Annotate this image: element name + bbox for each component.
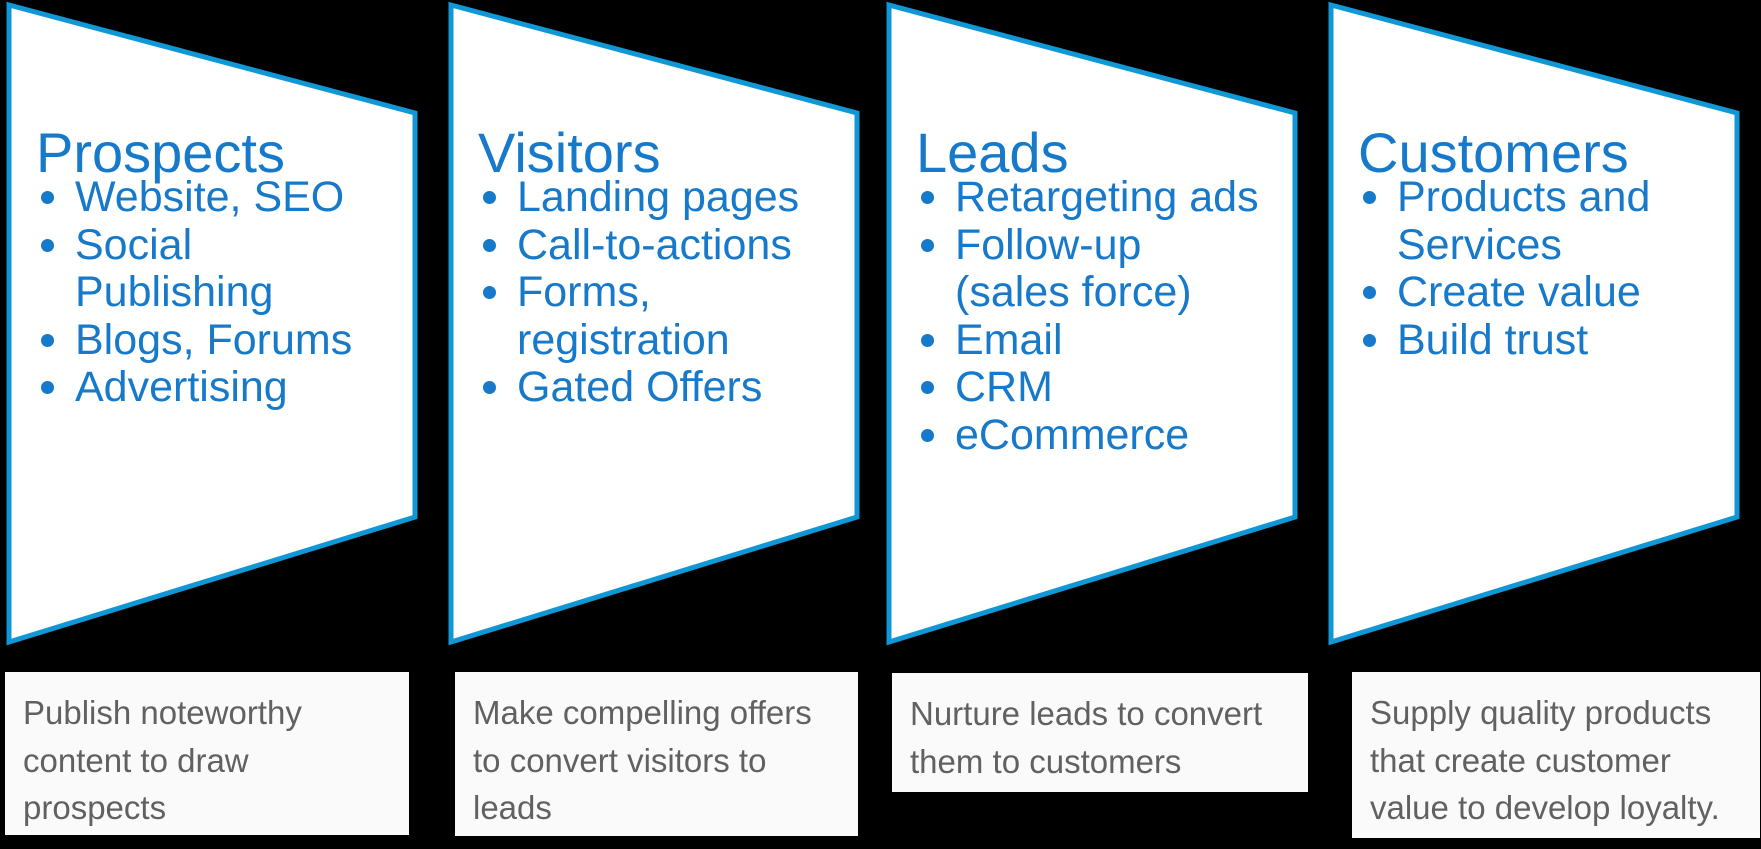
bullet-item-continuation: Services xyxy=(1328,220,1740,270)
bullet-item: Forms, xyxy=(448,268,860,317)
bullet-item: Products and xyxy=(1328,173,1740,222)
bullet-item: Website, SEO xyxy=(6,173,418,222)
bullet-item: Social xyxy=(6,220,418,270)
caption-line: Nurture leads to convert xyxy=(910,695,1263,732)
caption-line: value to develop loyalty. xyxy=(1370,789,1720,826)
stage-title: Leads xyxy=(916,121,1069,184)
bullet-item: Follow-up xyxy=(886,220,1298,270)
stage-items: Retargeting ads Follow-up (sales force) … xyxy=(886,173,1298,460)
bullet-dot xyxy=(41,333,54,347)
caption-line: Make compelling offers xyxy=(473,694,812,731)
stage-title: Prospects xyxy=(36,121,285,184)
caption-line: to convert visitors to xyxy=(473,741,767,779)
bullet-text: (sales force) xyxy=(955,268,1192,316)
bullet-dot xyxy=(1363,333,1376,347)
bullet-item: Blogs, Forums xyxy=(6,315,418,365)
bullet-text: Products and xyxy=(1397,173,1651,221)
bullet-text: Website, SEO xyxy=(75,173,345,221)
bullet-dot xyxy=(921,428,934,442)
bullet-text: Create value xyxy=(1397,268,1641,316)
chevron-outline xyxy=(6,1,418,646)
bullet-item: Gated Offers xyxy=(448,363,860,412)
bullet-text: Landing pages xyxy=(517,173,800,221)
stage-customers: Customers Products and Services Create v… xyxy=(1328,0,1740,648)
caption-line: Supply quality products xyxy=(1370,694,1712,731)
caption-line: them to customers xyxy=(910,742,1182,780)
bullet-text: Blogs, Forums xyxy=(75,315,353,364)
caption-visitors: Make compelling offers to convert visito… xyxy=(455,672,858,836)
bullet-item-continuation: (sales force) xyxy=(886,268,1298,317)
caption-line: prospects xyxy=(23,789,167,826)
caption-line: content to draw xyxy=(23,741,249,779)
bullet-text: CRM xyxy=(955,363,1053,411)
chevron-outline xyxy=(1328,1,1740,646)
bullet-dot xyxy=(921,333,934,347)
bullet-text: Advertising xyxy=(75,363,288,411)
bullet-item: Retargeting ads xyxy=(886,173,1298,222)
chevron-outline xyxy=(448,1,860,646)
stage-title: Visitors xyxy=(478,121,661,184)
bullet-text: Follow-up xyxy=(955,220,1142,269)
stage-visitors: Visitors Landing pages Call-to-actions F… xyxy=(448,0,860,648)
stage-items: Website, SEO Social Publishing Blogs, Fo… xyxy=(6,173,418,412)
stage-leads: Leads Retargeting ads Follow-up (sales f… xyxy=(886,0,1298,648)
stage-items: Products and Services Create value Build… xyxy=(1328,173,1740,365)
caption-leads: Nurture leads to convert them to custome… xyxy=(892,673,1308,792)
bullet-text: Gated Offers xyxy=(517,363,763,411)
bullet-text: Forms, xyxy=(517,268,651,316)
bullet-dot xyxy=(921,238,934,252)
bullet-text: Email xyxy=(955,315,1063,364)
bullet-dot xyxy=(921,191,934,204)
bullet-item-continuation: Publishing xyxy=(6,268,418,317)
caption-line: Publish noteworthy xyxy=(23,694,302,731)
bullet-item: CRM xyxy=(886,363,1298,412)
bullet-dot xyxy=(483,191,496,204)
caption-prospects: Publish noteworthy content to draw prosp… xyxy=(5,672,409,835)
bullet-item: Build trust xyxy=(1328,315,1740,365)
bullet-text: Build trust xyxy=(1397,315,1589,364)
bullet-text: registration xyxy=(517,315,730,364)
bullet-text: eCommerce xyxy=(955,410,1190,459)
chevron-outline xyxy=(886,1,1298,646)
bullet-item: Advertising xyxy=(6,363,418,412)
stage-prospects: Prospects Website, SEO Social Publishing… xyxy=(6,0,418,648)
caption-line: leads xyxy=(473,789,552,826)
bullet-text: Social xyxy=(75,220,193,269)
bullet-item: Email xyxy=(886,315,1298,365)
caption-customers: Supply quality products that create cust… xyxy=(1352,672,1760,838)
bullet-dot xyxy=(921,381,934,394)
stage-title: Customers xyxy=(1358,121,1629,184)
bullet-text: Call-to-actions xyxy=(517,220,792,269)
bullet-dot xyxy=(41,238,54,252)
bullet-item: Call-to-actions xyxy=(448,220,860,270)
caption-line: that create customer xyxy=(1370,741,1671,779)
bullet-dot xyxy=(41,381,54,394)
bullet-dot xyxy=(1363,191,1376,204)
bullet-item: Create value xyxy=(1328,268,1740,317)
bullet-text: Services xyxy=(1397,220,1562,269)
bullet-dot xyxy=(483,381,496,394)
bullet-item: Landing pages xyxy=(448,173,860,222)
bullet-text: Publishing xyxy=(75,268,274,316)
bullet-dot xyxy=(483,286,496,299)
bullet-dot xyxy=(41,191,54,204)
bullet-item-continuation: registration xyxy=(448,315,860,365)
stage-items: Landing pages Call-to-actions Forms, reg… xyxy=(448,173,860,412)
bullet-dot xyxy=(483,238,496,252)
bullet-dot xyxy=(1363,286,1376,299)
bullet-text: Retargeting ads xyxy=(955,173,1259,221)
bullet-item: eCommerce xyxy=(886,410,1298,460)
